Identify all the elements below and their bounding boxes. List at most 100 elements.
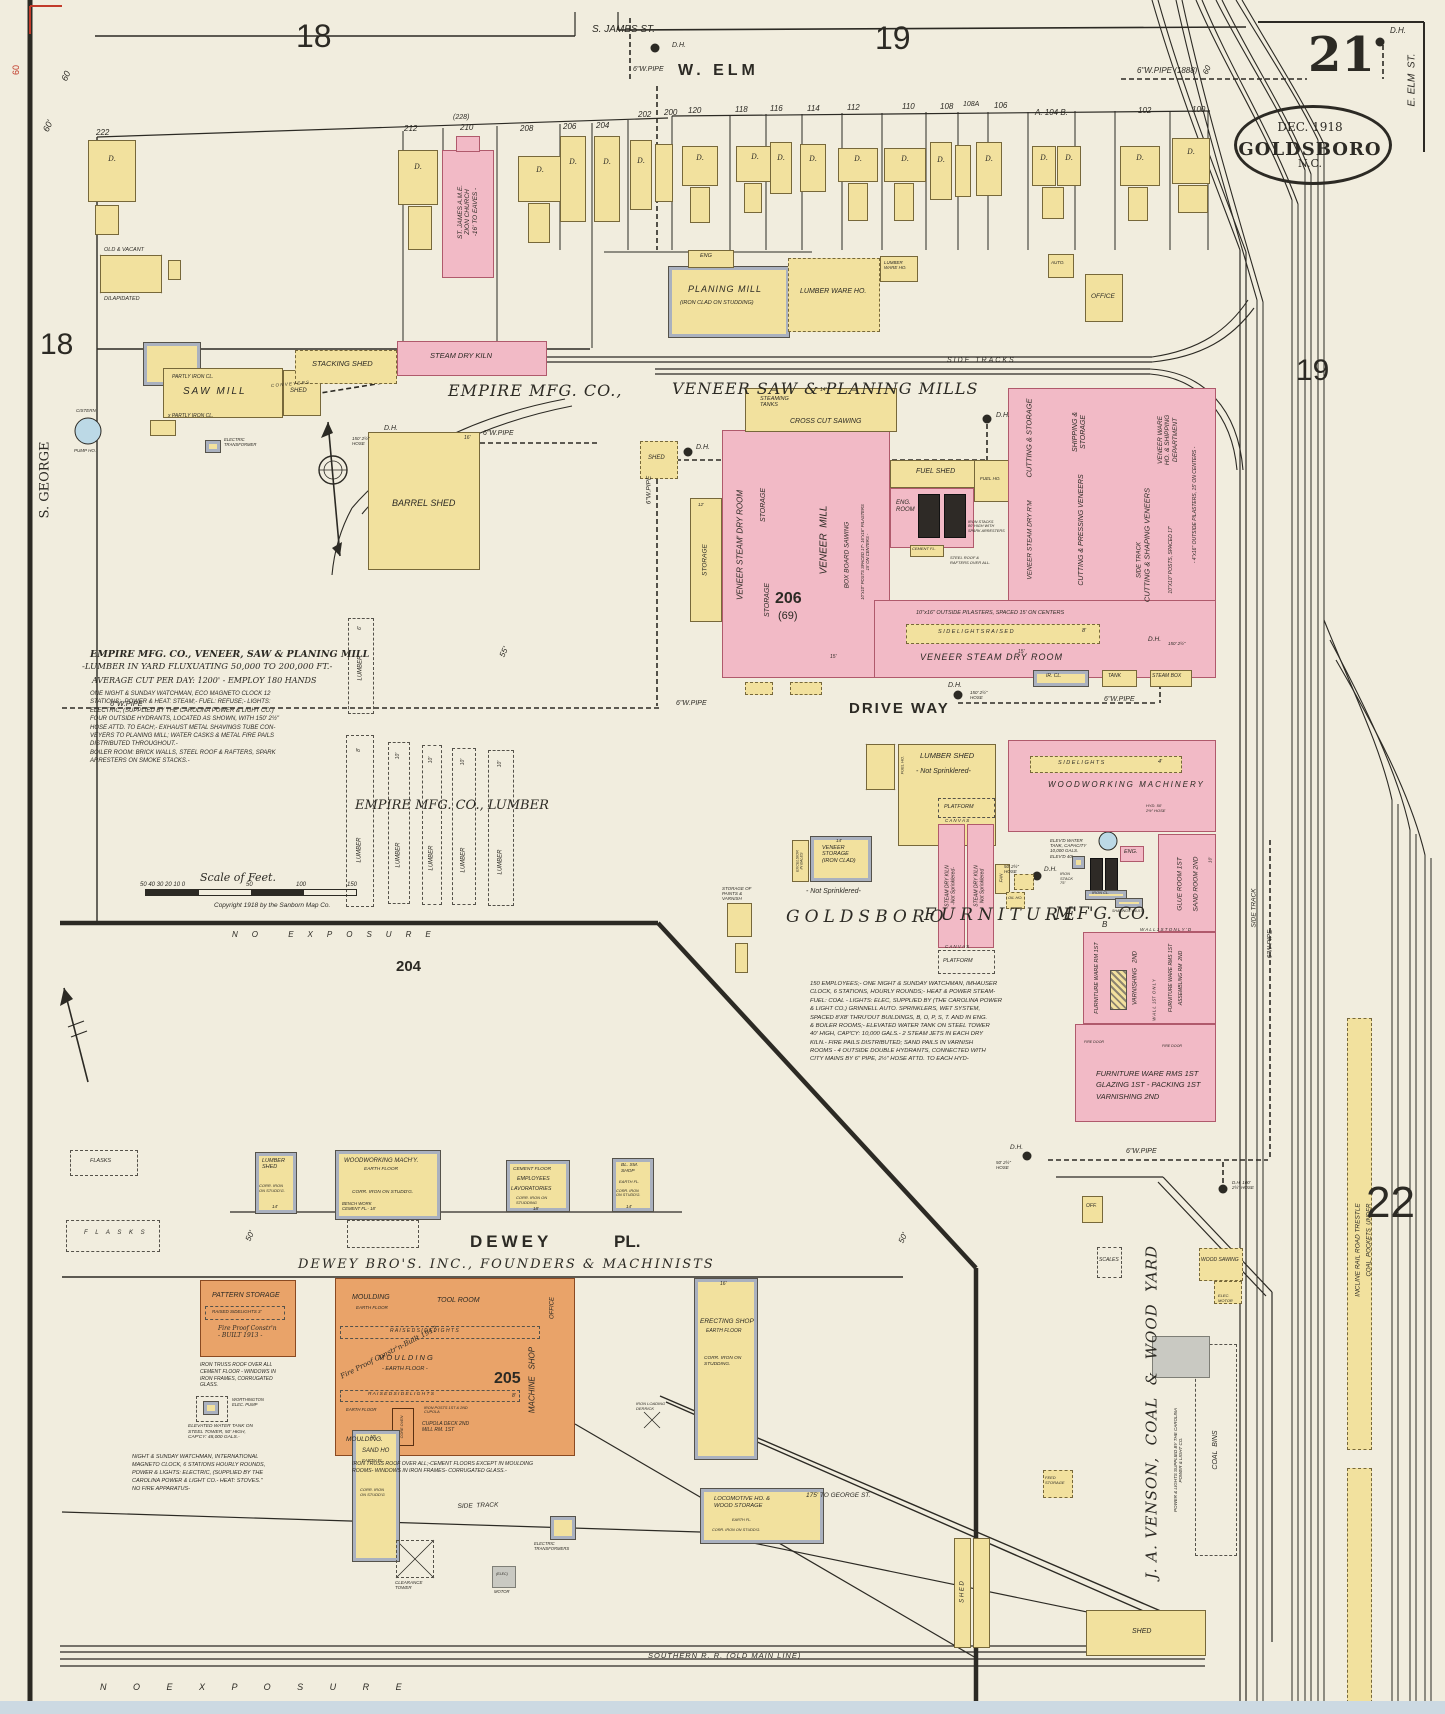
dwelling-206: D. [560, 136, 586, 222]
map-label: CUTTING & STORAGE [1024, 398, 1034, 478]
shed [1086, 1610, 1206, 1656]
planing-mill-label: PLANING MILL [688, 284, 763, 294]
dewey-note-2: IRON TRUSS ROOF OVER ALL;-CEMENT FLOORS … [352, 1461, 534, 1475]
george-st-distance: 175' TO GEORGE ST. [806, 1492, 871, 1499]
map-label: OFFICE [549, 1297, 556, 1319]
map-label: IRON STACK 75' [1060, 871, 1074, 886]
flasks [66, 1220, 160, 1252]
map-label: EARTH FL. [362, 1458, 384, 1463]
clearance-tower [396, 1540, 434, 1578]
map-label: 110 [902, 102, 915, 111]
excelsior-storage [792, 840, 809, 882]
veneer-dry-room-label: VENEER STEAM' DRY ROOM [735, 490, 745, 600]
shed [954, 1538, 971, 1648]
map-label: 14' [272, 1204, 278, 1209]
dwelling-label: D. [777, 153, 785, 162]
map-label: ELECTRIC TRANSFORMERS [534, 1541, 570, 1551]
dwelling-label: D. [751, 153, 759, 162]
map-label: 10' [1207, 857, 1213, 863]
map-label: 10"X10" POSTS, SPACED 17' [1168, 526, 1175, 594]
building [203, 1401, 219, 1415]
electric-motor [492, 1566, 516, 1588]
map-label: SAND ROOM 2ND [1192, 856, 1200, 912]
map-label: 120 [688, 106, 702, 115]
building [955, 145, 971, 197]
map-label: CUPOLA DECK 2ND MILL RM. 1ST [422, 1421, 470, 1433]
dwelling-label: D. [637, 157, 645, 166]
building [745, 682, 773, 695]
map-label: 202 [638, 110, 652, 119]
lumber-pile [488, 750, 514, 906]
map-label: EARTH FLOOR [364, 1167, 399, 1172]
dwelling-222: D. [88, 140, 136, 202]
map-label: 8' [512, 1393, 516, 1399]
building [735, 943, 748, 973]
electric-transformers [550, 1516, 576, 1540]
map-label: LUMBER WARE HO. [884, 260, 907, 271]
side-tracks-label: SIDE TRACKS [947, 357, 1016, 364]
feed-storage [1043, 1470, 1073, 1498]
map-label: PARTLY IRON CL. [172, 374, 214, 380]
map-label: 18' [533, 1206, 539, 1211]
locomotive-house [700, 1488, 824, 1544]
building [1128, 187, 1148, 221]
office-label: OFFICE [1091, 293, 1115, 300]
dwelling-label: D. [536, 166, 544, 175]
map-label: 206 [563, 122, 577, 131]
map-label: LAVORATORIES [511, 1186, 552, 1192]
map-label: 14' [820, 387, 827, 393]
map-label: STORAGE OF PAINTS & VARNISH [722, 886, 752, 902]
map-label: SIDE TRACK [457, 1501, 499, 1510]
map-label: 118 [735, 105, 748, 114]
map-label: BL. SM. SHOP [621, 1163, 639, 1174]
furniture-title-3: M'F'G. [1055, 904, 1112, 924]
machine-shop-label: MACHINE SHOP [527, 1346, 537, 1414]
map-label: DILAPIDATED [104, 296, 140, 302]
map-label: LUMBER [460, 847, 467, 873]
map-label: ENG. ROOM [896, 500, 915, 513]
fan-house [995, 864, 1010, 894]
map-label: B [1102, 920, 1108, 929]
map-label: BOX BOARD SAWING [843, 521, 851, 589]
pattern-storage [200, 1280, 296, 1357]
map-label: STEAMING TANKS [760, 396, 789, 409]
incline-trestle [1347, 1468, 1372, 1708]
map-label: D.H. [1148, 636, 1161, 643]
dwelling-label: D. [937, 155, 945, 164]
dwelling-120: D. [682, 146, 718, 186]
map-label: CORR. IRON ON STUDD'G. [259, 1183, 285, 1193]
map-label: D.H. [996, 412, 1010, 419]
woodworking-machinery-label: WOODWORKING MACHINERY [1048, 780, 1205, 789]
map-label: - 4"x16" OUTSIDE PILASTERS, 15' ON CENTE… [1192, 446, 1199, 564]
map-label: A. 104 B. [1035, 108, 1068, 117]
dwelling-102: D. [1120, 146, 1160, 186]
empire-title-2: VENEER SAW & PLANING MILLS [672, 379, 979, 398]
building [528, 203, 550, 243]
boiler [944, 494, 966, 538]
map-label: SHIPPING & STORAGE [1071, 411, 1087, 453]
lumber-warehouse-label: LUMBER WARE HO. [800, 288, 867, 295]
sidelights-strip [906, 624, 1100, 644]
map-label: 50' 2½" HOSE [1004, 864, 1019, 875]
map-label: 4' [1158, 759, 1163, 765]
map-label: M O U L D I N G [378, 1353, 433, 1362]
map-label: CORR. IRON ON STUDD'G. [352, 1190, 414, 1195]
map-label: 10' [370, 1434, 376, 1439]
map-label: CUTTING & PRESSING VENEERS [1077, 474, 1085, 586]
dwelling-104a: D. [1032, 146, 1056, 186]
map-label: SIDE TRACK [1250, 888, 1258, 928]
dry-kiln-label: STEAM DRY KILN [430, 351, 493, 360]
map-label: STORAGE [763, 582, 771, 618]
map-label: 15' [1018, 649, 1025, 655]
map-label: 108A [963, 101, 980, 108]
map-label: 15' [830, 654, 837, 660]
dwelling-118: D. [736, 146, 774, 182]
map-label: 10"x16" OUTSIDE PILASTERS, SPACED 15' ON… [916, 610, 1065, 616]
map-label: D.H. [696, 444, 710, 451]
steam-dry-kiln-2 [967, 824, 994, 948]
map-label: IRON LOADING DERRICK [636, 1401, 666, 1411]
map-label: EARTH FLOOR [706, 1328, 742, 1334]
map-label: MOULDING [352, 1294, 390, 1301]
dewey-note-3: NIGHT & SUNDAY WATCHMAN, INTERNATIONAL M… [132, 1454, 266, 1492]
